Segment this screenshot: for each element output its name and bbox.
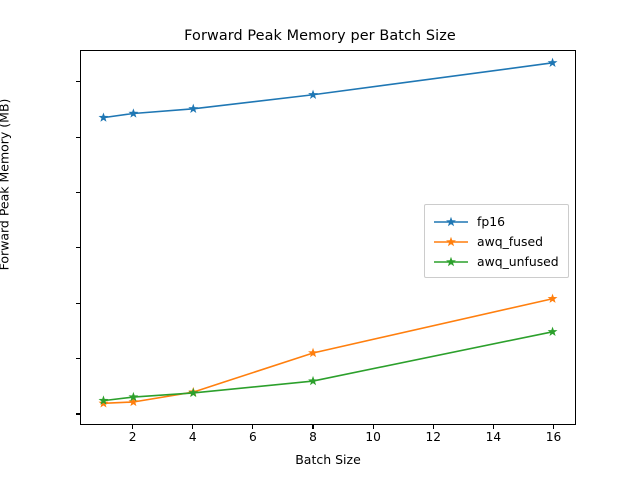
series-awq_fused (98, 293, 558, 408)
series-fp16 (98, 57, 558, 122)
x-tick-mark (492, 425, 494, 429)
data-point-marker (188, 387, 199, 398)
x-tick-label: 4 (188, 430, 197, 444)
legend-item-awq_fused[interactable]: awq_fused (433, 231, 559, 251)
x-tick-label: 12 (425, 430, 441, 444)
series-canvas (98, 57, 558, 408)
legend-label: awq_unfused (477, 253, 559, 269)
data-point-marker (308, 347, 318, 358)
y-tick-mark (76, 413, 80, 415)
x-tick-label: 2 (128, 430, 137, 444)
data-point-marker (128, 396, 139, 407)
x-tick-mark (192, 425, 194, 429)
legend-item-fp16[interactable]: fp16 (433, 211, 559, 231)
y-tick-mark (76, 358, 80, 360)
series-line (103, 331, 553, 402)
data-point-marker (308, 89, 318, 99)
x-tick-label: 6 (248, 430, 257, 444)
x-tick-label: 8 (309, 430, 317, 444)
data-point-marker (98, 395, 109, 405)
y-axis-label: Forward Peak Memory (MB) (0, 98, 12, 271)
y-tick-mark (76, 192, 80, 194)
data-point-marker (128, 391, 139, 402)
x-tick-label: 16 (545, 430, 562, 444)
data-point-marker (308, 375, 318, 386)
data-point-marker (128, 108, 139, 118)
plot-area (80, 50, 576, 425)
legend-label: fp16 (477, 213, 505, 229)
legend-swatch-icon (433, 254, 469, 268)
chart-title: Forward Peak Memory per Batch Size (184, 28, 456, 44)
y-tick-mark (76, 81, 80, 83)
x-tick-label: 10 (365, 430, 381, 444)
x-tick-mark (432, 425, 434, 429)
legend-item-awq_unfused[interactable]: awq_unfused (433, 251, 559, 271)
series-awq_unfused (98, 326, 558, 405)
y-tick-mark (76, 247, 80, 249)
legend-swatch-icon (433, 214, 469, 228)
series-line (103, 297, 553, 405)
data-point-marker (547, 57, 558, 68)
x-axis-label: Batch Size (295, 452, 361, 467)
x-tick-mark (252, 425, 254, 429)
x-tick-mark (372, 425, 374, 429)
data-point-marker (547, 326, 558, 336)
y-tick-mark (76, 302, 80, 304)
data-point-marker (98, 398, 109, 408)
data-point-marker (98, 112, 109, 122)
data-point-marker (188, 103, 199, 113)
y-tick-mark (76, 136, 80, 138)
x-tick-mark (552, 425, 555, 429)
legend: fp16 awq_fused awq_unfused (424, 204, 569, 278)
x-tick-mark (132, 425, 134, 429)
x-tick-label: 14 (485, 430, 502, 444)
legend-swatch-icon (433, 234, 469, 248)
data-point-marker (547, 293, 558, 303)
series-line (103, 62, 553, 119)
legend-label: awq_fused (477, 233, 543, 249)
x-tick-mark (312, 425, 314, 429)
